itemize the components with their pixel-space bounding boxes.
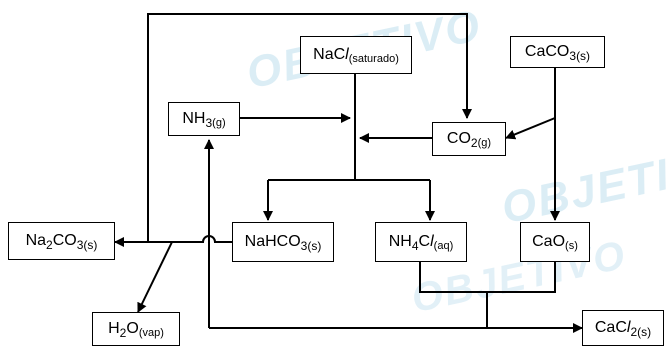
to-h2o-arrow <box>137 241 173 313</box>
na2co3-text-co: CO <box>52 232 77 249</box>
co2-text: CO <box>446 130 471 147</box>
co2-state: (g) <box>477 137 492 149</box>
cao-box: CaO (s) <box>520 222 590 262</box>
na2co3-subscript-3: 3 <box>76 238 84 252</box>
caco3-state: (s) <box>576 49 591 63</box>
nh4cl-state: (aq) <box>433 240 454 252</box>
h2o-state: (vap) <box>138 327 164 339</box>
cao-state: (s) <box>565 240 578 252</box>
na2co3-state: (s) <box>83 238 98 252</box>
nh3-subscript: 3 <box>205 116 213 130</box>
cacl2-italic-l: l <box>626 319 631 336</box>
cacl2-state: (s) <box>637 325 652 339</box>
caco3-text: CaCO <box>524 43 570 60</box>
caco3-to-co2-arrow <box>505 117 556 140</box>
loop-line-top <box>147 13 472 242</box>
na2co3-text-na: Na <box>25 232 47 249</box>
nh3-state: (g) <box>212 117 226 129</box>
na2co3-subscript-2: 2 <box>46 238 53 252</box>
h2o-text-h: H <box>108 320 120 337</box>
cao-text: CaO <box>532 233 566 250</box>
nh4cl-italic-l: l <box>430 233 434 250</box>
caco3-subscript: 3 <box>569 49 577 63</box>
cacl2-text: CaC <box>594 319 627 336</box>
h2o-subscript: 2 <box>119 326 127 340</box>
nahco3-to-na2co3-arrow <box>114 235 232 247</box>
nh4cl-text-nh: NH <box>388 233 412 250</box>
nh4cl-down-line <box>419 262 556 293</box>
nh3-text: NH <box>182 110 206 127</box>
cacl2-subscript: 2 <box>630 325 638 339</box>
nacl-italic-l: l <box>345 46 349 63</box>
nh4cl-subscript: 4 <box>411 239 419 253</box>
nh4cl-text-c: C <box>418 233 431 250</box>
co2-subscript: 2 <box>470 136 478 150</box>
nahco3-text: NaHCO <box>244 233 301 250</box>
nacl-text: NaC <box>313 46 346 63</box>
h2o-text-o: O <box>126 320 139 337</box>
nahco3-subscript: 3 <box>300 239 308 253</box>
nacl-state: (saturado) <box>348 53 399 65</box>
nahco3-state: (s) <box>307 239 322 253</box>
